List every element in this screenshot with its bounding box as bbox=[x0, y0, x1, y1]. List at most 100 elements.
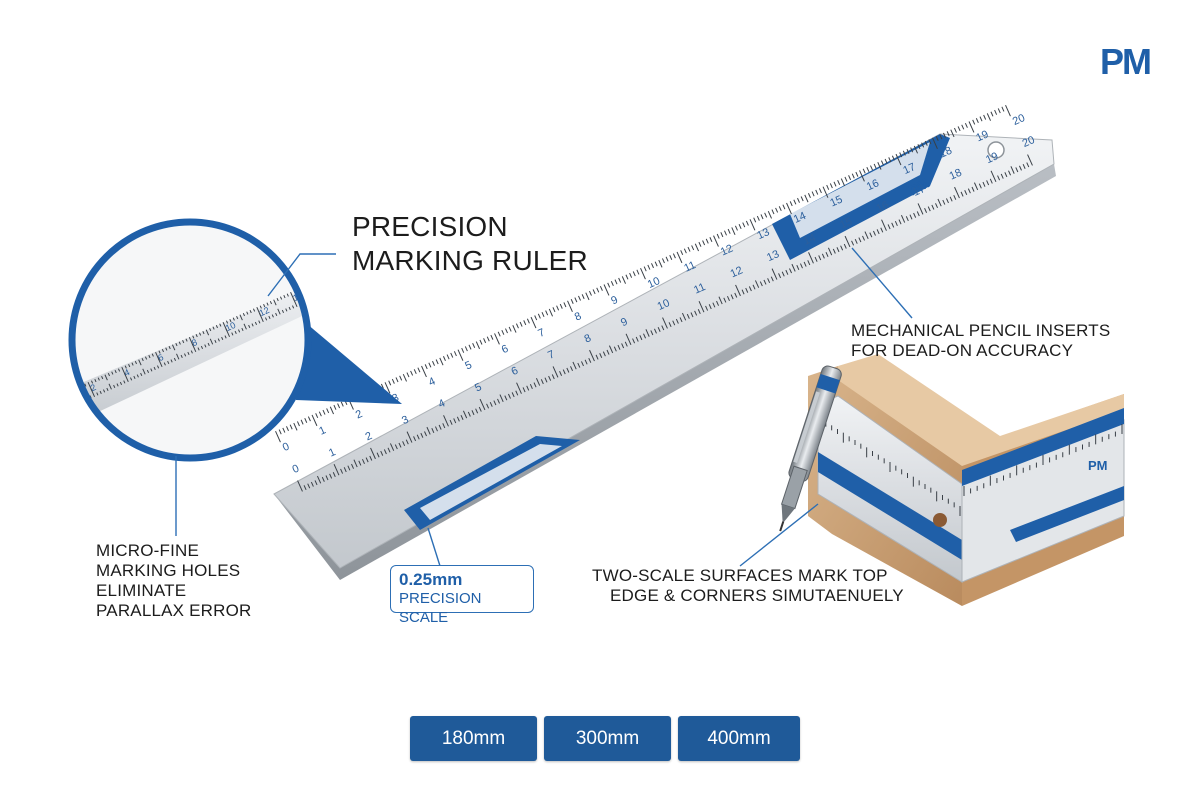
tick bbox=[782, 204, 786, 210]
tick bbox=[1000, 173, 1004, 179]
tick bbox=[891, 155, 895, 161]
tick-label: 15 bbox=[838, 216, 854, 232]
tick bbox=[198, 332, 202, 336]
tick bbox=[814, 256, 818, 262]
tick bbox=[796, 265, 800, 271]
tick-label: 5 bbox=[463, 359, 473, 372]
tick bbox=[508, 393, 511, 399]
tick bbox=[640, 268, 646, 280]
tick bbox=[170, 359, 173, 363]
tick bbox=[716, 233, 720, 239]
tick bbox=[468, 344, 472, 350]
tick bbox=[994, 109, 998, 115]
tick bbox=[669, 254, 673, 260]
tick bbox=[851, 240, 855, 246]
tick bbox=[501, 329, 505, 335]
tick bbox=[72, 402, 75, 407]
tick bbox=[238, 329, 241, 333]
tick bbox=[608, 345, 614, 354]
tick bbox=[950, 129, 955, 138]
tick bbox=[443, 415, 449, 427]
tick-label: 18 bbox=[938, 145, 954, 161]
tick bbox=[949, 196, 953, 202]
tick bbox=[173, 357, 177, 362]
tick bbox=[316, 295, 317, 298]
tick bbox=[388, 380, 392, 386]
tick-label: 2 bbox=[354, 408, 364, 421]
tick bbox=[66, 406, 67, 409]
tick bbox=[467, 411, 471, 417]
tick bbox=[234, 330, 237, 335]
tick bbox=[954, 186, 960, 199]
tick bbox=[275, 312, 278, 317]
tick bbox=[1026, 162, 1030, 168]
size-180mm-button[interactable]: 180mm bbox=[410, 716, 537, 761]
tick bbox=[165, 347, 168, 351]
tick bbox=[439, 357, 444, 366]
tick bbox=[588, 357, 592, 363]
tick bbox=[971, 186, 975, 192]
tick bbox=[289, 424, 293, 430]
tick bbox=[880, 227, 884, 233]
tick bbox=[927, 206, 931, 212]
tick bbox=[229, 319, 232, 323]
tick bbox=[807, 260, 811, 266]
tick bbox=[94, 379, 97, 383]
tick bbox=[1004, 172, 1008, 178]
tick bbox=[157, 365, 160, 369]
tick bbox=[209, 338, 214, 345]
tick bbox=[522, 387, 526, 393]
tick bbox=[716, 300, 720, 306]
tick-label: 4 bbox=[437, 397, 447, 410]
tick bbox=[840, 178, 846, 187]
tick bbox=[745, 220, 749, 226]
tick bbox=[351, 463, 355, 469]
tick bbox=[643, 333, 647, 339]
tick bbox=[508, 326, 512, 332]
tick-label: 14 bbox=[792, 210, 808, 226]
tick bbox=[64, 393, 65, 396]
tick bbox=[858, 237, 862, 243]
tick-label: 16 bbox=[325, 275, 338, 288]
square-hole bbox=[933, 513, 947, 527]
tick bbox=[735, 284, 741, 297]
tick bbox=[72, 389, 75, 396]
tick bbox=[698, 241, 702, 247]
tick bbox=[763, 279, 767, 285]
tick bbox=[645, 329, 650, 337]
size-options: 180mm 300mm 400mm bbox=[410, 716, 800, 761]
tick bbox=[668, 322, 672, 328]
tick-label: 5 bbox=[473, 381, 483, 394]
magnifier-ring bbox=[68, 218, 312, 462]
tick-label: 9 bbox=[609, 294, 619, 307]
tick bbox=[292, 305, 295, 309]
tick bbox=[283, 295, 286, 299]
tick bbox=[251, 323, 254, 327]
tick bbox=[592, 289, 596, 295]
tick-label: 11 bbox=[692, 281, 707, 297]
tick bbox=[494, 333, 500, 345]
tick bbox=[101, 376, 104, 380]
tick-label: 4 bbox=[123, 367, 132, 378]
tick bbox=[694, 243, 700, 252]
tick bbox=[613, 346, 617, 352]
tick bbox=[225, 320, 229, 324]
tick bbox=[106, 387, 109, 392]
tick bbox=[581, 361, 584, 367]
size-300mm-button[interactable]: 300mm bbox=[544, 716, 671, 761]
tick-label: 12 bbox=[258, 305, 271, 318]
tick bbox=[705, 305, 709, 311]
tick bbox=[953, 194, 957, 200]
tick bbox=[462, 410, 468, 419]
tick bbox=[205, 329, 210, 336]
size-400mm-button[interactable]: 400mm bbox=[678, 716, 800, 761]
tick bbox=[855, 171, 859, 177]
tick bbox=[512, 325, 517, 333]
tick bbox=[767, 210, 773, 219]
tick bbox=[928, 139, 932, 145]
tick bbox=[232, 317, 235, 321]
tick bbox=[306, 284, 308, 291]
tick bbox=[269, 301, 272, 305]
tick bbox=[90, 380, 94, 384]
tick bbox=[709, 237, 713, 243]
